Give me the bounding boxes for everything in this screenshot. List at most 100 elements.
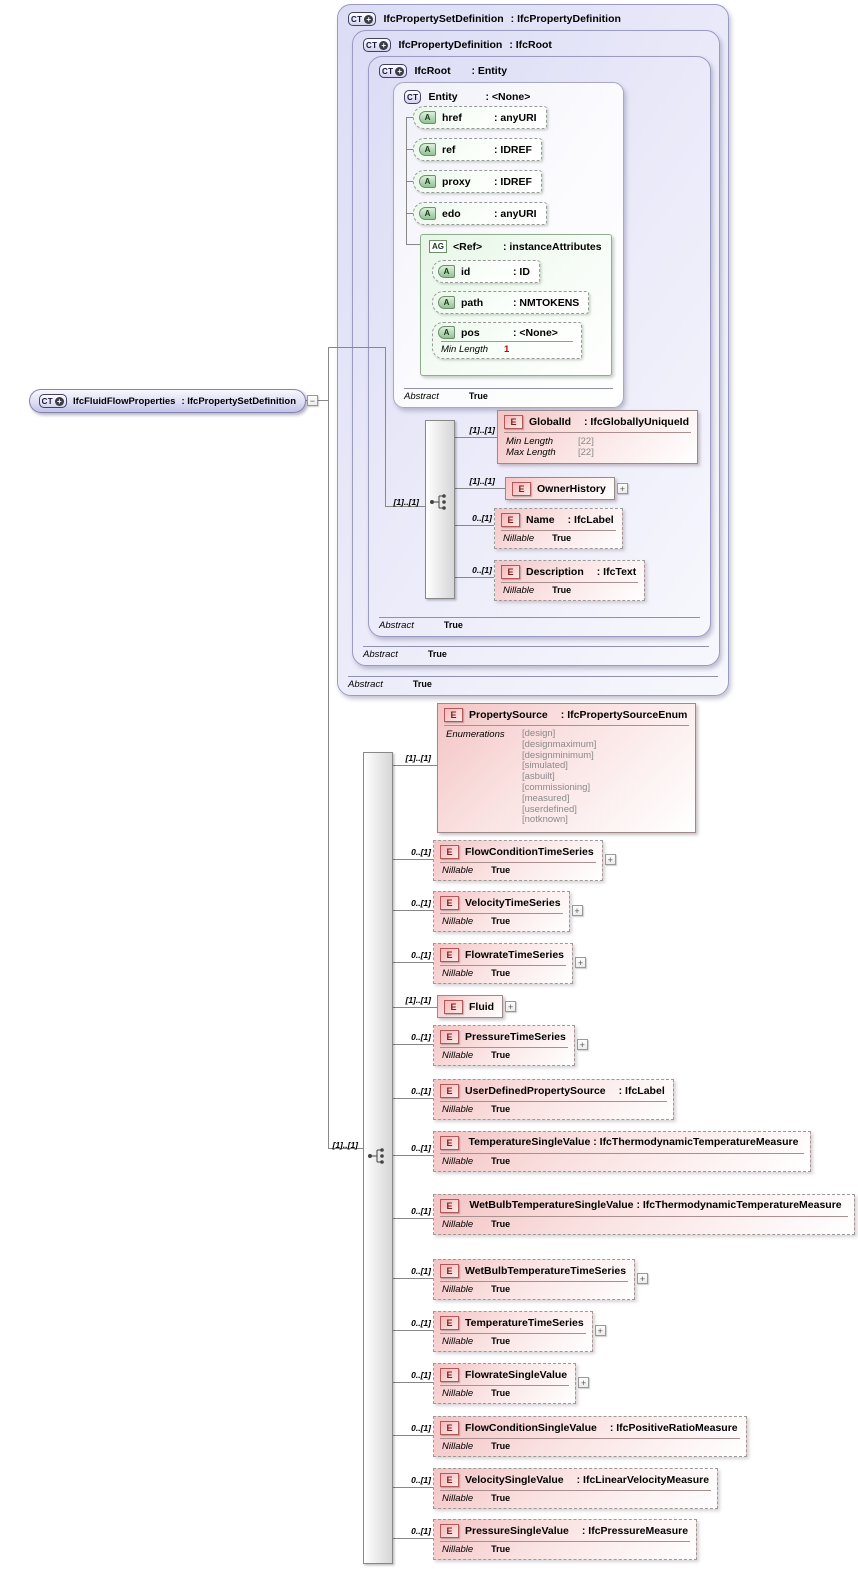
cardinality-label: [1]..[1] bbox=[405, 995, 432, 1005]
element-icon: E bbox=[501, 565, 520, 579]
separator bbox=[504, 432, 692, 433]
connector bbox=[393, 1044, 433, 1045]
derived-plus-icon: + bbox=[55, 396, 65, 406]
cardinality-label: 0..[1] bbox=[411, 847, 431, 857]
element-name: FlowConditionTimeSeries bbox=[465, 846, 594, 858]
type-name: Entity bbox=[428, 91, 458, 103]
nillable-row: Nillable True bbox=[434, 914, 569, 931]
element-type: : IfcPositiveRatioMeasure bbox=[609, 1422, 738, 1434]
connector bbox=[393, 1278, 433, 1279]
element-temperaturesinglevalue: E TemperatureSingleValue : IfcThermodyna… bbox=[433, 1131, 811, 1172]
element-name: TemperatureSingleValue bbox=[468, 1136, 591, 1148]
enumeration-block: Enumerations [design] [designmaximum] [d… bbox=[438, 726, 695, 832]
abstract-value: True bbox=[468, 391, 488, 401]
element-name: PropertySource bbox=[469, 709, 548, 721]
nillable-label: Nillable bbox=[442, 1219, 474, 1230]
expand-plus-icon[interactable]: + bbox=[616, 483, 628, 494]
nillable-label: Nillable bbox=[442, 1441, 474, 1452]
nillable-label: Nillable bbox=[442, 1156, 474, 1167]
element-type: : IfcGloballyUniqueId bbox=[584, 416, 690, 428]
separator bbox=[440, 965, 567, 966]
element-icon: E bbox=[504, 415, 523, 429]
separator bbox=[440, 1438, 740, 1439]
enum-value: [designmaximum] bbox=[522, 738, 597, 750]
nillable-value: True bbox=[491, 1104, 511, 1114]
element-header: E TemperatureTimeSeries bbox=[434, 1312, 592, 1333]
nillable-row: Nillable True bbox=[434, 1102, 673, 1119]
element-name: Description bbox=[526, 566, 584, 578]
facet-value: 1 bbox=[504, 344, 510, 355]
element-velocitysinglevalue: E VelocitySingleValue : IfcLinearVelocit… bbox=[433, 1468, 719, 1509]
facet-row: Min Length 1 bbox=[433, 342, 581, 358]
nillable-label: Nillable bbox=[442, 865, 474, 876]
element-icon: E bbox=[440, 1136, 459, 1150]
element-icon: E bbox=[440, 1421, 459, 1435]
element-name: Name bbox=[526, 514, 555, 526]
expand-plus-icon[interactable]: + bbox=[594, 1325, 606, 1336]
cardinality-label: 0..[1] bbox=[411, 1526, 431, 1536]
nillable-row: Nillable True bbox=[434, 1439, 746, 1456]
element-name: VelocitySingleValue bbox=[465, 1474, 564, 1486]
connector bbox=[385, 347, 386, 506]
abstract-label: Abstract bbox=[363, 649, 398, 660]
attribute-proxy: A proxy : IDREF bbox=[413, 170, 542, 193]
expand-plus-icon[interactable]: + bbox=[604, 854, 616, 865]
expand-plus-icon[interactable]: + bbox=[576, 1039, 588, 1050]
separator bbox=[440, 1101, 667, 1102]
connector bbox=[452, 437, 497, 438]
attribute-name: href bbox=[442, 111, 462, 124]
nillable-row: Nillable True bbox=[434, 1217, 854, 1234]
expand-plus-icon[interactable]: + bbox=[505, 1001, 517, 1012]
element-name: PressureSingleValue bbox=[465, 1525, 569, 1537]
nillable-row: Nillable True bbox=[434, 1282, 634, 1299]
connector bbox=[393, 1098, 433, 1099]
attribute-type: : anyURI bbox=[494, 111, 537, 124]
enum-value: [design] bbox=[522, 728, 556, 739]
element-name: FlowrateTimeSeries bbox=[465, 949, 565, 961]
attribute-icon: A bbox=[419, 207, 436, 220]
attribute-path: A path : NMTOKENS bbox=[432, 291, 590, 314]
attribute-icon: A bbox=[438, 326, 455, 339]
element-header: E FlowrateSingleValue bbox=[434, 1364, 575, 1385]
separator bbox=[440, 1216, 848, 1217]
element-header: E WetBulbTemperatureTimeSeries bbox=[434, 1260, 634, 1281]
separator bbox=[440, 1385, 570, 1386]
cardinality-label: 0..[1] bbox=[411, 1266, 431, 1276]
expand-plus-icon[interactable]: + bbox=[637, 1273, 649, 1284]
nillable-label: Nillable bbox=[503, 533, 535, 544]
element-name: PressureTimeSeries bbox=[465, 1031, 566, 1043]
expand-plus-icon[interactable]: + bbox=[571, 905, 583, 916]
element-header: E Name : IfcLabel bbox=[495, 509, 622, 530]
element-icon: E bbox=[512, 482, 531, 496]
cardinality-label: 0..[1] bbox=[411, 1086, 431, 1096]
nillable-row: Nillable True bbox=[495, 583, 644, 600]
nillable-label: Nillable bbox=[442, 916, 474, 927]
abstract-value: True bbox=[427, 649, 447, 659]
nillable-row: Nillable True bbox=[434, 1542, 696, 1559]
nillable-row: Nillable True bbox=[434, 1491, 717, 1508]
element-flowconditiontimeseries: E FlowConditionTimeSeries Nillable True … bbox=[433, 840, 616, 881]
enum-value: [measured] bbox=[522, 792, 570, 804]
element-type: : IfcLabel bbox=[618, 1085, 665, 1097]
nillable-value: True bbox=[491, 1441, 511, 1451]
expand-plus-icon[interactable]: + bbox=[578, 1377, 590, 1388]
element-type: : IfcPropertySourceEnum bbox=[560, 709, 688, 721]
connector bbox=[393, 1435, 433, 1436]
nillable-label: Nillable bbox=[442, 968, 474, 979]
element-header: E PressureTimeSeries bbox=[434, 1026, 574, 1047]
cardinality-label: 0..[1] bbox=[411, 1370, 431, 1380]
element-propertysource: E PropertySource : IfcPropertySourceEnum… bbox=[437, 703, 697, 834]
element-icon: E bbox=[440, 1524, 459, 1538]
separator bbox=[440, 1541, 691, 1542]
base-type: : Entity bbox=[471, 65, 508, 77]
nillable-value: True bbox=[491, 968, 511, 978]
facet-value: [22] bbox=[578, 436, 594, 447]
element-header: E OwnerHistory bbox=[506, 478, 614, 499]
collapse-minus-icon[interactable]: − bbox=[307, 395, 318, 406]
enum-value: [designminimum] bbox=[522, 749, 594, 761]
cardinality-label: 0..[1] bbox=[411, 1475, 431, 1485]
attribute-name: pos bbox=[461, 326, 480, 339]
expand-plus-icon[interactable]: + bbox=[575, 957, 587, 968]
element-userdefinedpropertysource: E UserDefinedPropertySource : IfcLabel N… bbox=[433, 1079, 674, 1120]
connector bbox=[393, 1538, 433, 1539]
